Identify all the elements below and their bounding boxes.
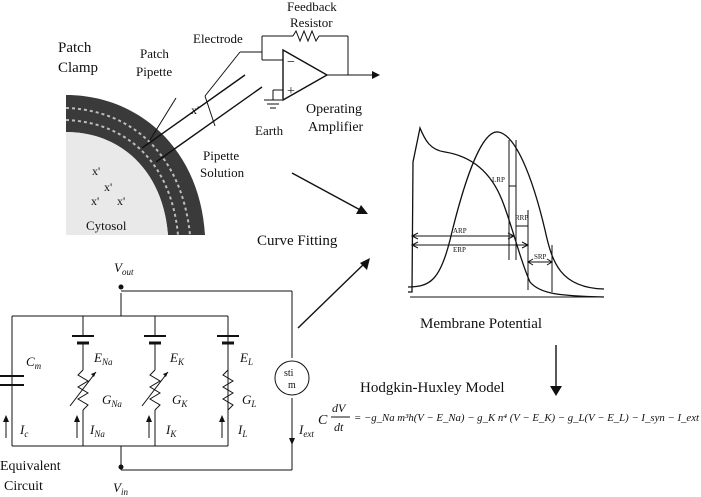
equivalent-circuit-caption-line2: Circuit [4, 479, 43, 494]
il-label: IL [237, 422, 247, 439]
flow-arrows: Curve Fitting [257, 172, 562, 396]
stim-source [274, 360, 310, 396]
vin-label: Vin [113, 480, 128, 497]
patch-clamp-panel: Patch Clamp Patch Pipette Electrode Feed… [58, 0, 380, 236]
membrane-potential-caption: Membrane Potential [420, 316, 542, 332]
patch-pipette-label-line2: Pipette [136, 64, 172, 79]
amp-minus-sign: − [287, 55, 295, 70]
ion-mark-2: x' [104, 180, 112, 194]
equivalent-circuit-caption-line1: Equivalent [0, 459, 61, 474]
ion-mark-pipette: x' [191, 103, 199, 117]
hodgkin-huxley-model: Hodgkin-Huxley Model C dV dt = −g_Na m³h… [318, 380, 700, 434]
erp-label: ERP [453, 246, 466, 254]
arrow-circuit-to-plot [297, 261, 367, 329]
ion-mark-4: x' [117, 194, 125, 208]
ion-mark-1: x' [92, 164, 100, 178]
electrode-label: Electrode [193, 31, 243, 46]
arp-label: ARP [453, 227, 467, 235]
ic-label: Ic [19, 422, 28, 439]
resistor-l [222, 369, 234, 411]
patch-pipette [141, 51, 263, 163]
cytosol-area [66, 132, 168, 235]
equivalent-circuit: Vout Vin Cm ENa EK EL GNa GK GL Ic INa I… [0, 260, 314, 497]
gna-label: GNa [102, 392, 122, 409]
cm-label: Cm [26, 354, 42, 371]
hh-equation-rhs: = −g_Na m³h(V − E_Na) − g_K n⁴ (V − E_K)… [354, 412, 700, 424]
hh-capacitance: C [318, 413, 328, 428]
feedback-resistor-symbol [292, 29, 320, 43]
ina-label: INa [89, 422, 105, 439]
pipette-leader [149, 97, 177, 141]
membrane-potential-plot: LRP RRP ARP ERP SRP Membrane Potential [407, 125, 605, 332]
arrow-patch-to-plot [291, 172, 365, 213]
patch-clamp-title-line2: Clamp [58, 60, 98, 76]
output-arrow [372, 71, 380, 79]
pipette-solution-label-line1: Pipette [203, 148, 239, 163]
stim-label-line1: sti [284, 368, 294, 379]
resistor-k [149, 369, 161, 411]
cytosol-label: Cytosol [86, 218, 127, 233]
feedback-resistor-label-line2: Resistor [290, 15, 333, 30]
earth-label: Earth [255, 123, 284, 138]
electrode-wire [204, 51, 241, 97]
ion-mark-3: x' [91, 194, 99, 208]
cell-membrane [66, 95, 205, 235]
ik-label: IK [165, 422, 177, 439]
pipette-solution-label-line2: Solution [200, 165, 245, 180]
action-potential-curve [408, 125, 605, 298]
gl-label: GL [242, 392, 256, 409]
ek-label: EK [169, 350, 185, 367]
patch-clamp-title-line1: Patch [58, 40, 92, 56]
gk-label: GK [172, 392, 188, 409]
ena-label: ENa [93, 350, 113, 367]
feedback-resistor-label-line1: Feedback [287, 0, 337, 14]
hh-model-title: Hodgkin-Huxley Model [360, 380, 505, 396]
hh-derivative-denominator: dt [334, 420, 344, 434]
pipette-tip-outline [204, 95, 216, 127]
resistor-na [77, 369, 89, 411]
amplifier-symbol [282, 48, 329, 102]
el-label: EL [239, 350, 253, 367]
patch-pipette-label-line1: Patch [140, 46, 169, 61]
hh-derivative-numerator: dV [332, 401, 347, 415]
curve-fitting-label: Curve Fitting [257, 233, 338, 249]
lrp-label: LRP [492, 176, 505, 184]
amp-plus-sign: + [287, 84, 295, 99]
rrp-label: RRP [515, 214, 528, 222]
iext-label: Iext [298, 422, 314, 439]
vout-label: Vout [114, 260, 134, 277]
fitted-curve [407, 131, 605, 290]
membrane-bilayer-inner [65, 119, 179, 236]
amplifier-label-line1: Operating [306, 102, 362, 117]
srp-label: SRP [534, 253, 547, 261]
operating-amplifier [261, 29, 380, 109]
stim-label-line2: m [288, 380, 296, 391]
amplifier-label-line2: Amplifier [308, 120, 364, 135]
